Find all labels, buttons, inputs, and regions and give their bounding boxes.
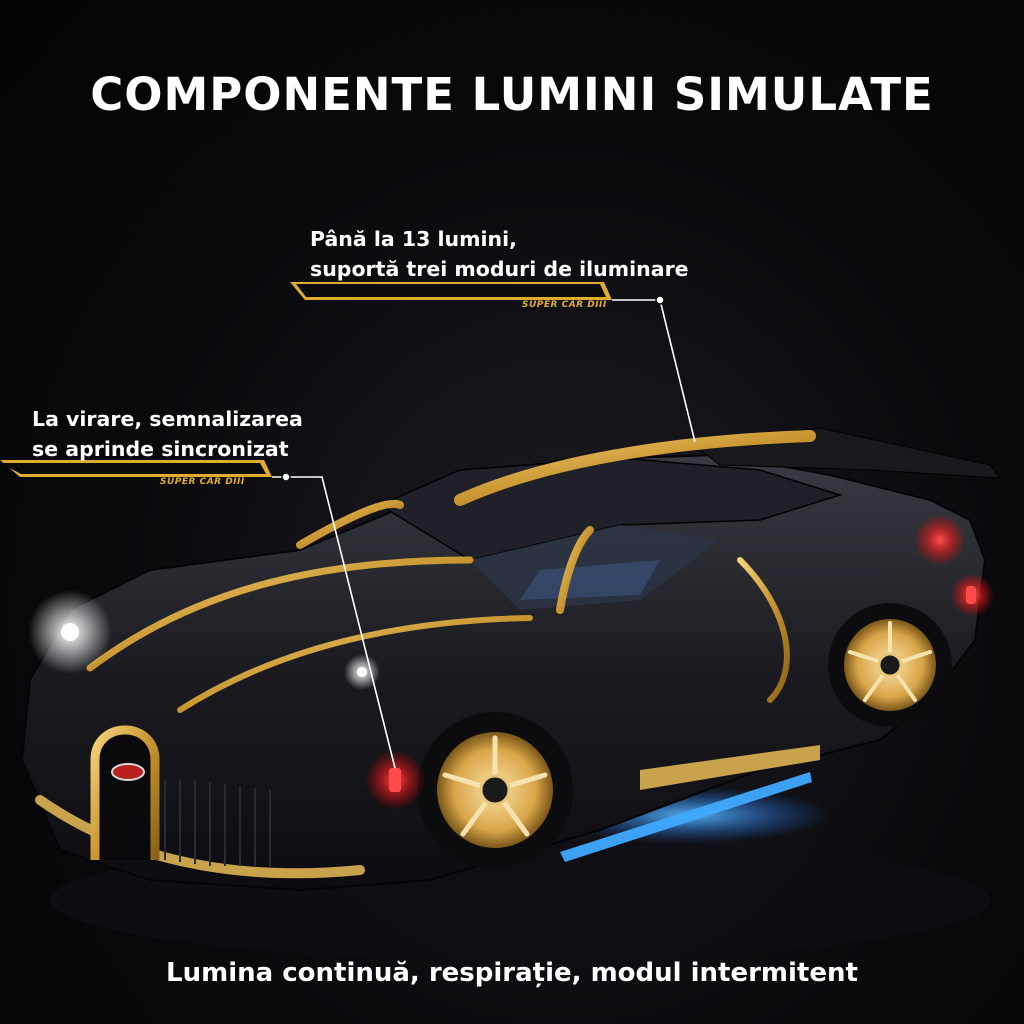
callout-line: Până la 13 lumini, (310, 227, 517, 251)
footer-caption: Lumina continuă, respirație, modul inter… (166, 958, 858, 988)
badge-super-car: SUPER CAR DIII (160, 477, 245, 487)
badge-super-car: SUPER CAR DIII (522, 300, 607, 310)
callout-line: La virare, semnalizarea (32, 407, 303, 431)
callout-turn-signal: La virare, semnalizarea se aprinde sincr… (32, 404, 303, 464)
callout-line: suportă trei moduri de iluminare (310, 257, 689, 281)
grille (90, 725, 160, 860)
page-title: COMPONENTE LUMINI SIMULATE (90, 68, 934, 121)
callout-line-right (290, 282, 696, 443)
taillight-icon (365, 514, 994, 810)
headlight-icon (28, 590, 380, 690)
callout-line: se aprinde sincronizat (32, 437, 289, 461)
wheel-icon (828, 603, 952, 727)
callout-lights-count: Până la 13 lumini, suportă trei moduri d… (310, 224, 689, 284)
callout-line-left (0, 460, 396, 769)
wheel-icon (417, 712, 573, 868)
